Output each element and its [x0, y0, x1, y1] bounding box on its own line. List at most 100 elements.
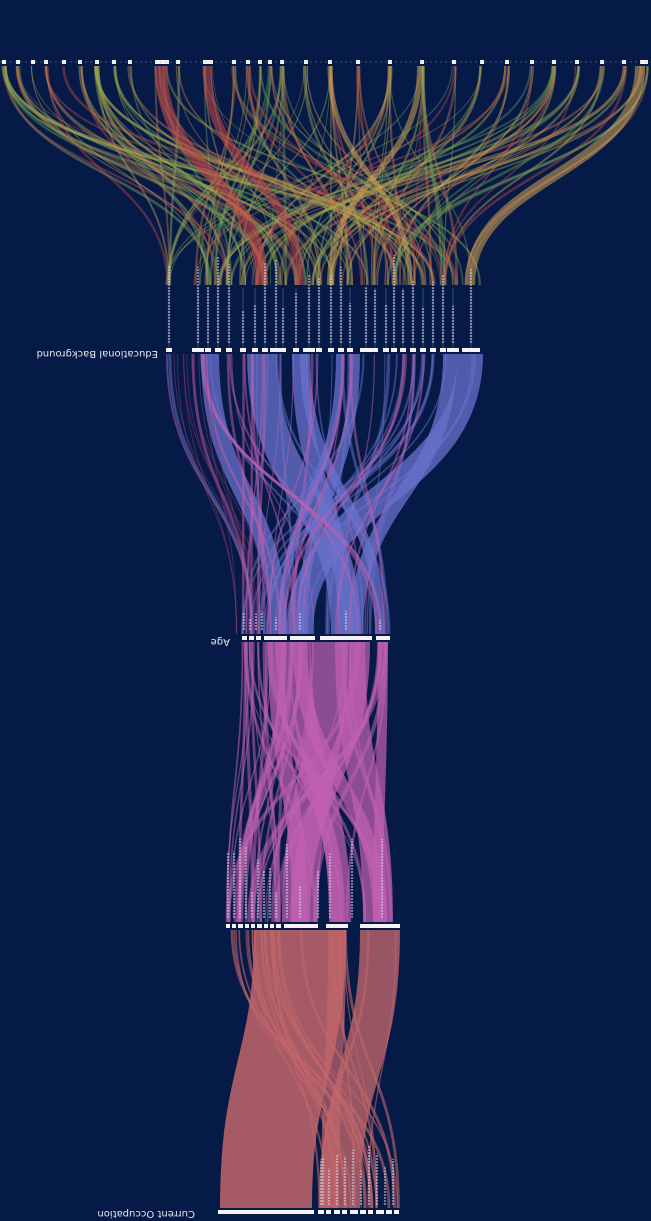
node-bar-occupation: [270, 924, 274, 928]
flow-top-thin: [78, 65, 255, 286]
flow-top-thin: [269, 65, 284, 286]
flow-education-thin: [306, 353, 333, 635]
flow-top-thin: [371, 65, 425, 286]
flow-top-thin: [95, 65, 246, 286]
node-bar-age: [320, 636, 372, 640]
flow-top-thin: [388, 65, 402, 286]
flow-top-thin: [114, 65, 352, 286]
flow-top-thin: [96, 65, 170, 286]
node-bar-occupation: [326, 924, 348, 928]
flow-top-thin: [413, 65, 423, 286]
flow-top-thin: [402, 65, 557, 286]
flow-top-thin: [45, 65, 209, 286]
node-bar-current-occupation: [386, 1210, 392, 1214]
flow-top-thin: [302, 65, 369, 286]
node-bar-occupation: [232, 924, 236, 928]
flow-age-thin: [244, 641, 254, 923]
flow-occupation-thin: [367, 929, 397, 1209]
node-bar-current-occupation: [334, 1210, 340, 1214]
node-bar-layer: [0, 60, 651, 1214]
node-bar-education: [205, 348, 211, 352]
flow-top-band: [327, 65, 423, 286]
node-bar-occupation: [264, 924, 268, 928]
node-bar-education: [316, 348, 322, 352]
flow-age-thin: [250, 641, 262, 923]
flow-top-thin: [413, 65, 557, 286]
flow-top-thin: [199, 65, 421, 286]
flow-top-thin: [297, 65, 507, 286]
flow-top-thin: [281, 65, 288, 286]
flow-top-thin: [167, 65, 273, 286]
flow-top-thin: [245, 65, 363, 286]
flow-top-thin: [96, 65, 230, 286]
flow-education-thin: [278, 353, 346, 635]
flow-top-thin: [357, 65, 365, 286]
flow-top-thin: [263, 65, 555, 286]
node-bar-current-occupation: [326, 1210, 331, 1214]
flow-top-thin: [311, 65, 603, 286]
node-bar-education: [226, 348, 232, 352]
node-bar-education: [215, 348, 221, 352]
node-bar-current-occupation: [376, 1210, 384, 1214]
flow-top-thin: [81, 65, 247, 286]
flow-top-thin: [311, 65, 627, 286]
flow-top-thin: [279, 65, 390, 286]
flow-top-thin: [231, 65, 444, 286]
node-bar-occupation: [257, 924, 262, 928]
node-bar-top: [112, 60, 116, 64]
node-bar-education: [240, 348, 246, 352]
flow-top-thin: [239, 65, 285, 286]
flow-education-thin: [208, 353, 348, 635]
flow-occupation-thin: [230, 929, 391, 1209]
flow-education-faint: [208, 353, 250, 635]
flow-top-thin: [259, 65, 447, 286]
flow-top-thin: [166, 65, 453, 286]
flow-top-thin: [421, 65, 432, 286]
flow-top-thin: [219, 65, 580, 286]
flow-age-thin: [313, 641, 388, 923]
node-bar-top: [62, 60, 66, 64]
flow-top-thin: [256, 65, 580, 286]
flow-education-faint: [205, 353, 237, 635]
flow-education-thin: [241, 353, 245, 635]
flow-top-thin: [317, 65, 481, 286]
axis-label-current-occupation: Current Occupation: [97, 1208, 195, 1219]
flow-age-thin: [266, 641, 382, 923]
node-bar-age: [264, 636, 269, 640]
flow-education-thin: [259, 353, 344, 635]
flow-top-thin: [80, 65, 287, 286]
node-bar-occupation: [251, 924, 255, 928]
flow-top-thin: [443, 65, 457, 286]
flow-top-thin: [95, 65, 282, 286]
node-bar-current-occupation: [368, 1210, 373, 1214]
node-bar-education: [303, 348, 315, 352]
flow-top-thin: [304, 65, 389, 286]
node-bar-education: [383, 348, 389, 352]
node-bar-education: [447, 348, 459, 352]
flow-education-thin: [249, 353, 254, 635]
flow-education-thin: [306, 353, 473, 635]
flow-education-faint: [198, 353, 256, 635]
node-bar-current-occupation: [318, 1210, 324, 1214]
flow-top-thin: [383, 65, 555, 286]
node-bar-age: [268, 636, 287, 640]
flow-top-thin: [280, 65, 393, 286]
flow-top-thin: [112, 65, 416, 286]
flow-top-thin: [46, 65, 169, 286]
node-bar-occupation: [238, 924, 243, 928]
flow-top-thin: [244, 65, 626, 286]
flow-top-thin: [443, 65, 628, 286]
flow-top-thin: [375, 65, 535, 286]
flow-top-thin: [341, 65, 602, 286]
flow-education-faint: [182, 353, 265, 635]
node-bar-age: [256, 636, 261, 640]
flow-education-faint: [186, 353, 259, 635]
flow-top-thin: [154, 65, 171, 286]
node-bar-current-occupation: [218, 1210, 314, 1214]
flow-top-thin: [166, 65, 305, 286]
flow-top-thin: [16, 65, 369, 286]
flow-top-thin: [321, 65, 390, 286]
flow-top-thin: [168, 65, 181, 286]
flow-age-thin: [237, 641, 287, 923]
flow-top-thin: [246, 65, 320, 286]
